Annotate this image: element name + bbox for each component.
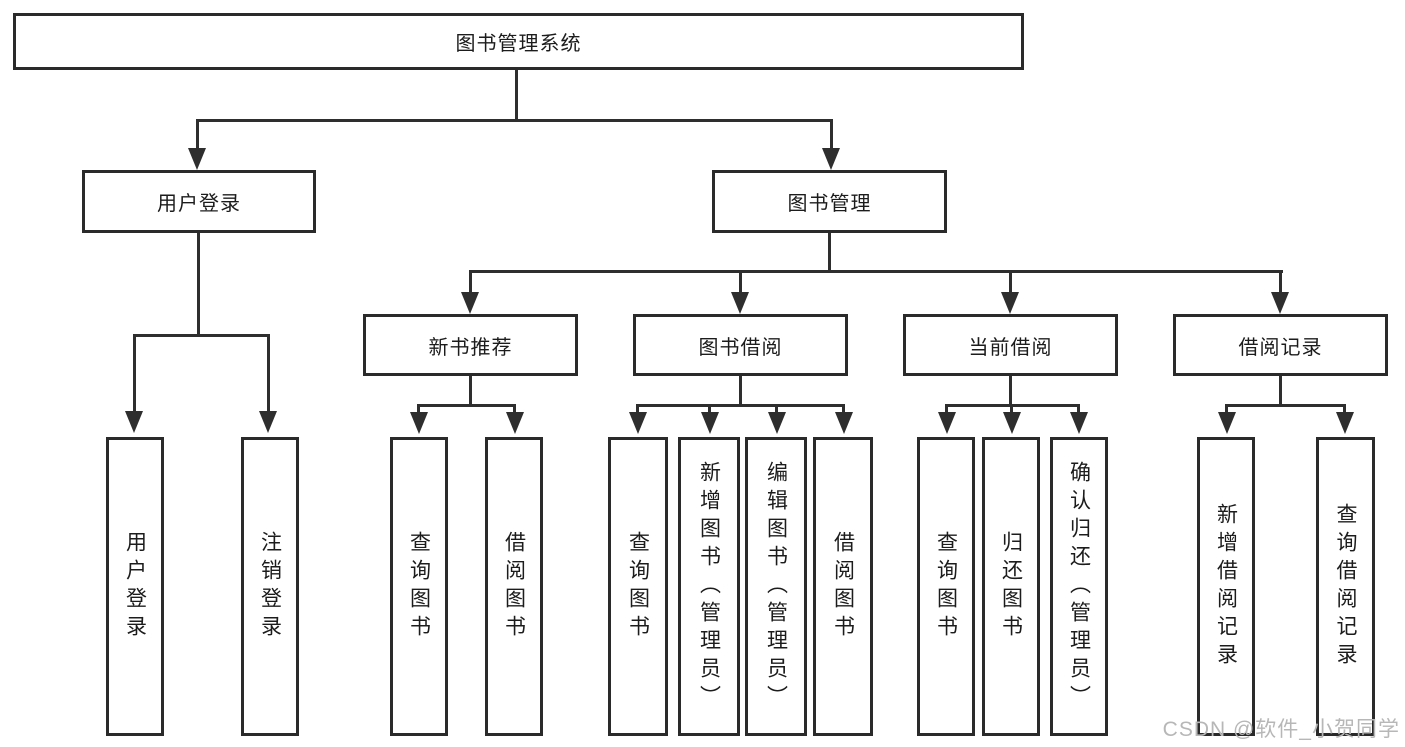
node-book-management-label: 图书管理	[787, 193, 872, 215]
node-borrow-books: 借阅图书	[813, 437, 873, 736]
node-confirm-return-admin: 确认归还（管理员）	[1050, 437, 1108, 736]
connector-line	[513, 404, 516, 414]
node-add-books-admin-label: 新增图书（管理员）	[697, 460, 721, 713]
node-library-system-label: 图书管理系统	[455, 33, 582, 55]
node-edit-books-admin: 编辑图书（管理员）	[745, 437, 807, 736]
arrow-down-icon	[701, 412, 719, 434]
connector-line	[1279, 270, 1282, 295]
node-borrow-records-label: 借阅记录	[1238, 336, 1323, 359]
connector-line	[196, 119, 833, 122]
node-logout: 注销登录	[241, 437, 299, 736]
node-book-borrow-label: 图书借阅	[698, 336, 783, 359]
node-add-books-admin: 新增图书（管理员）	[678, 437, 740, 736]
connector-line	[196, 119, 199, 151]
connector-line	[828, 233, 831, 273]
node-new-book-recommend-label: 新书推荐	[428, 336, 513, 359]
connector-line	[1009, 376, 1012, 407]
node-book-borrow: 图书借阅	[633, 314, 848, 376]
node-edit-books-admin-label: 编辑图书（管理员）	[764, 460, 788, 713]
connector-line	[469, 376, 472, 407]
arrow-down-icon	[188, 148, 206, 170]
node-query-borrow-record: 查询借阅记录	[1316, 437, 1375, 736]
connector-line	[197, 233, 200, 337]
node-recommend-borrow-books: 借阅图书	[485, 437, 543, 736]
connector-line	[469, 270, 1283, 273]
connector-line	[775, 404, 778, 414]
node-borrow-records: 借阅记录	[1173, 314, 1388, 376]
arrow-down-icon	[1336, 412, 1354, 434]
connector-line	[133, 334, 270, 337]
arrow-down-icon	[938, 412, 956, 434]
node-recommend-query-books: 查询图书	[390, 437, 448, 736]
connector-line	[1225, 404, 1346, 407]
node-query-borrow-record-label: 查询借阅记录	[1334, 502, 1357, 671]
arrow-down-icon	[1070, 412, 1088, 434]
node-add-borrow-record: 新增借阅记录	[1197, 437, 1255, 736]
arrow-down-icon	[461, 292, 479, 314]
connector-line	[1009, 270, 1012, 295]
node-user-login-action-label: 用户登录	[123, 530, 147, 643]
node-recommend-query-books-label: 查询图书	[407, 530, 431, 643]
node-library-system: 图书管理系统	[13, 13, 1024, 70]
node-user-login-action: 用户登录	[106, 437, 164, 736]
node-logout-label: 注销登录	[258, 530, 282, 643]
connector-line	[515, 70, 518, 122]
connector-line	[417, 404, 420, 414]
arrow-down-icon	[768, 412, 786, 434]
connector-line	[636, 404, 845, 407]
arrow-down-icon	[410, 412, 428, 434]
node-recommend-borrow-books-label: 借阅图书	[502, 530, 526, 643]
node-add-borrow-record-label: 新增借阅记录	[1214, 502, 1238, 671]
connector-line	[945, 404, 948, 414]
connector-line	[636, 404, 639, 414]
node-current-query-books: 查询图书	[917, 437, 975, 736]
arrow-down-icon	[506, 412, 524, 434]
node-return-books-label: 归还图书	[999, 530, 1023, 643]
connector-line	[842, 404, 845, 414]
connector-line	[739, 376, 742, 407]
connector-line	[708, 404, 711, 414]
arrow-down-icon	[1001, 292, 1019, 314]
arrow-down-icon	[731, 292, 749, 314]
arrow-down-icon	[259, 411, 277, 433]
node-current-borrow: 当前借阅	[903, 314, 1118, 376]
csdn-watermark: CSDN @软件_小贺同学	[1162, 718, 1400, 741]
arrow-down-icon	[822, 148, 840, 170]
arrow-down-icon	[1271, 292, 1289, 314]
connector-line	[1279, 376, 1282, 407]
connector-line	[1077, 404, 1080, 414]
connector-line	[1225, 404, 1228, 414]
connector-line	[267, 334, 270, 412]
node-user-login: 用户登录	[82, 170, 316, 233]
arrow-down-icon	[125, 411, 143, 433]
arrow-down-icon	[1003, 412, 1021, 434]
node-new-book-recommend: 新书推荐	[363, 314, 578, 376]
node-borrow-query-books-label: 查询图书	[626, 530, 650, 643]
connector-line	[133, 334, 136, 412]
node-borrow-query-books: 查询图书	[608, 437, 668, 736]
node-current-query-books-label: 查询图书	[934, 530, 958, 643]
connector-line	[1010, 404, 1013, 414]
connector-line	[739, 270, 742, 295]
connector-line	[469, 270, 472, 295]
arrow-down-icon	[1218, 412, 1236, 434]
arrow-down-icon	[835, 412, 853, 434]
node-return-books: 归还图书	[982, 437, 1040, 736]
connector-line	[830, 119, 833, 151]
node-confirm-return-admin-label: 确认归还（管理员）	[1067, 460, 1091, 713]
node-book-management: 图书管理	[712, 170, 947, 233]
node-user-login-label: 用户登录	[157, 193, 241, 215]
arrow-down-icon	[629, 412, 647, 434]
node-borrow-books-label: 借阅图书	[831, 530, 855, 643]
connector-line	[417, 404, 516, 407]
connector-line	[1343, 404, 1346, 414]
node-current-borrow-label: 当前借阅	[968, 336, 1053, 359]
